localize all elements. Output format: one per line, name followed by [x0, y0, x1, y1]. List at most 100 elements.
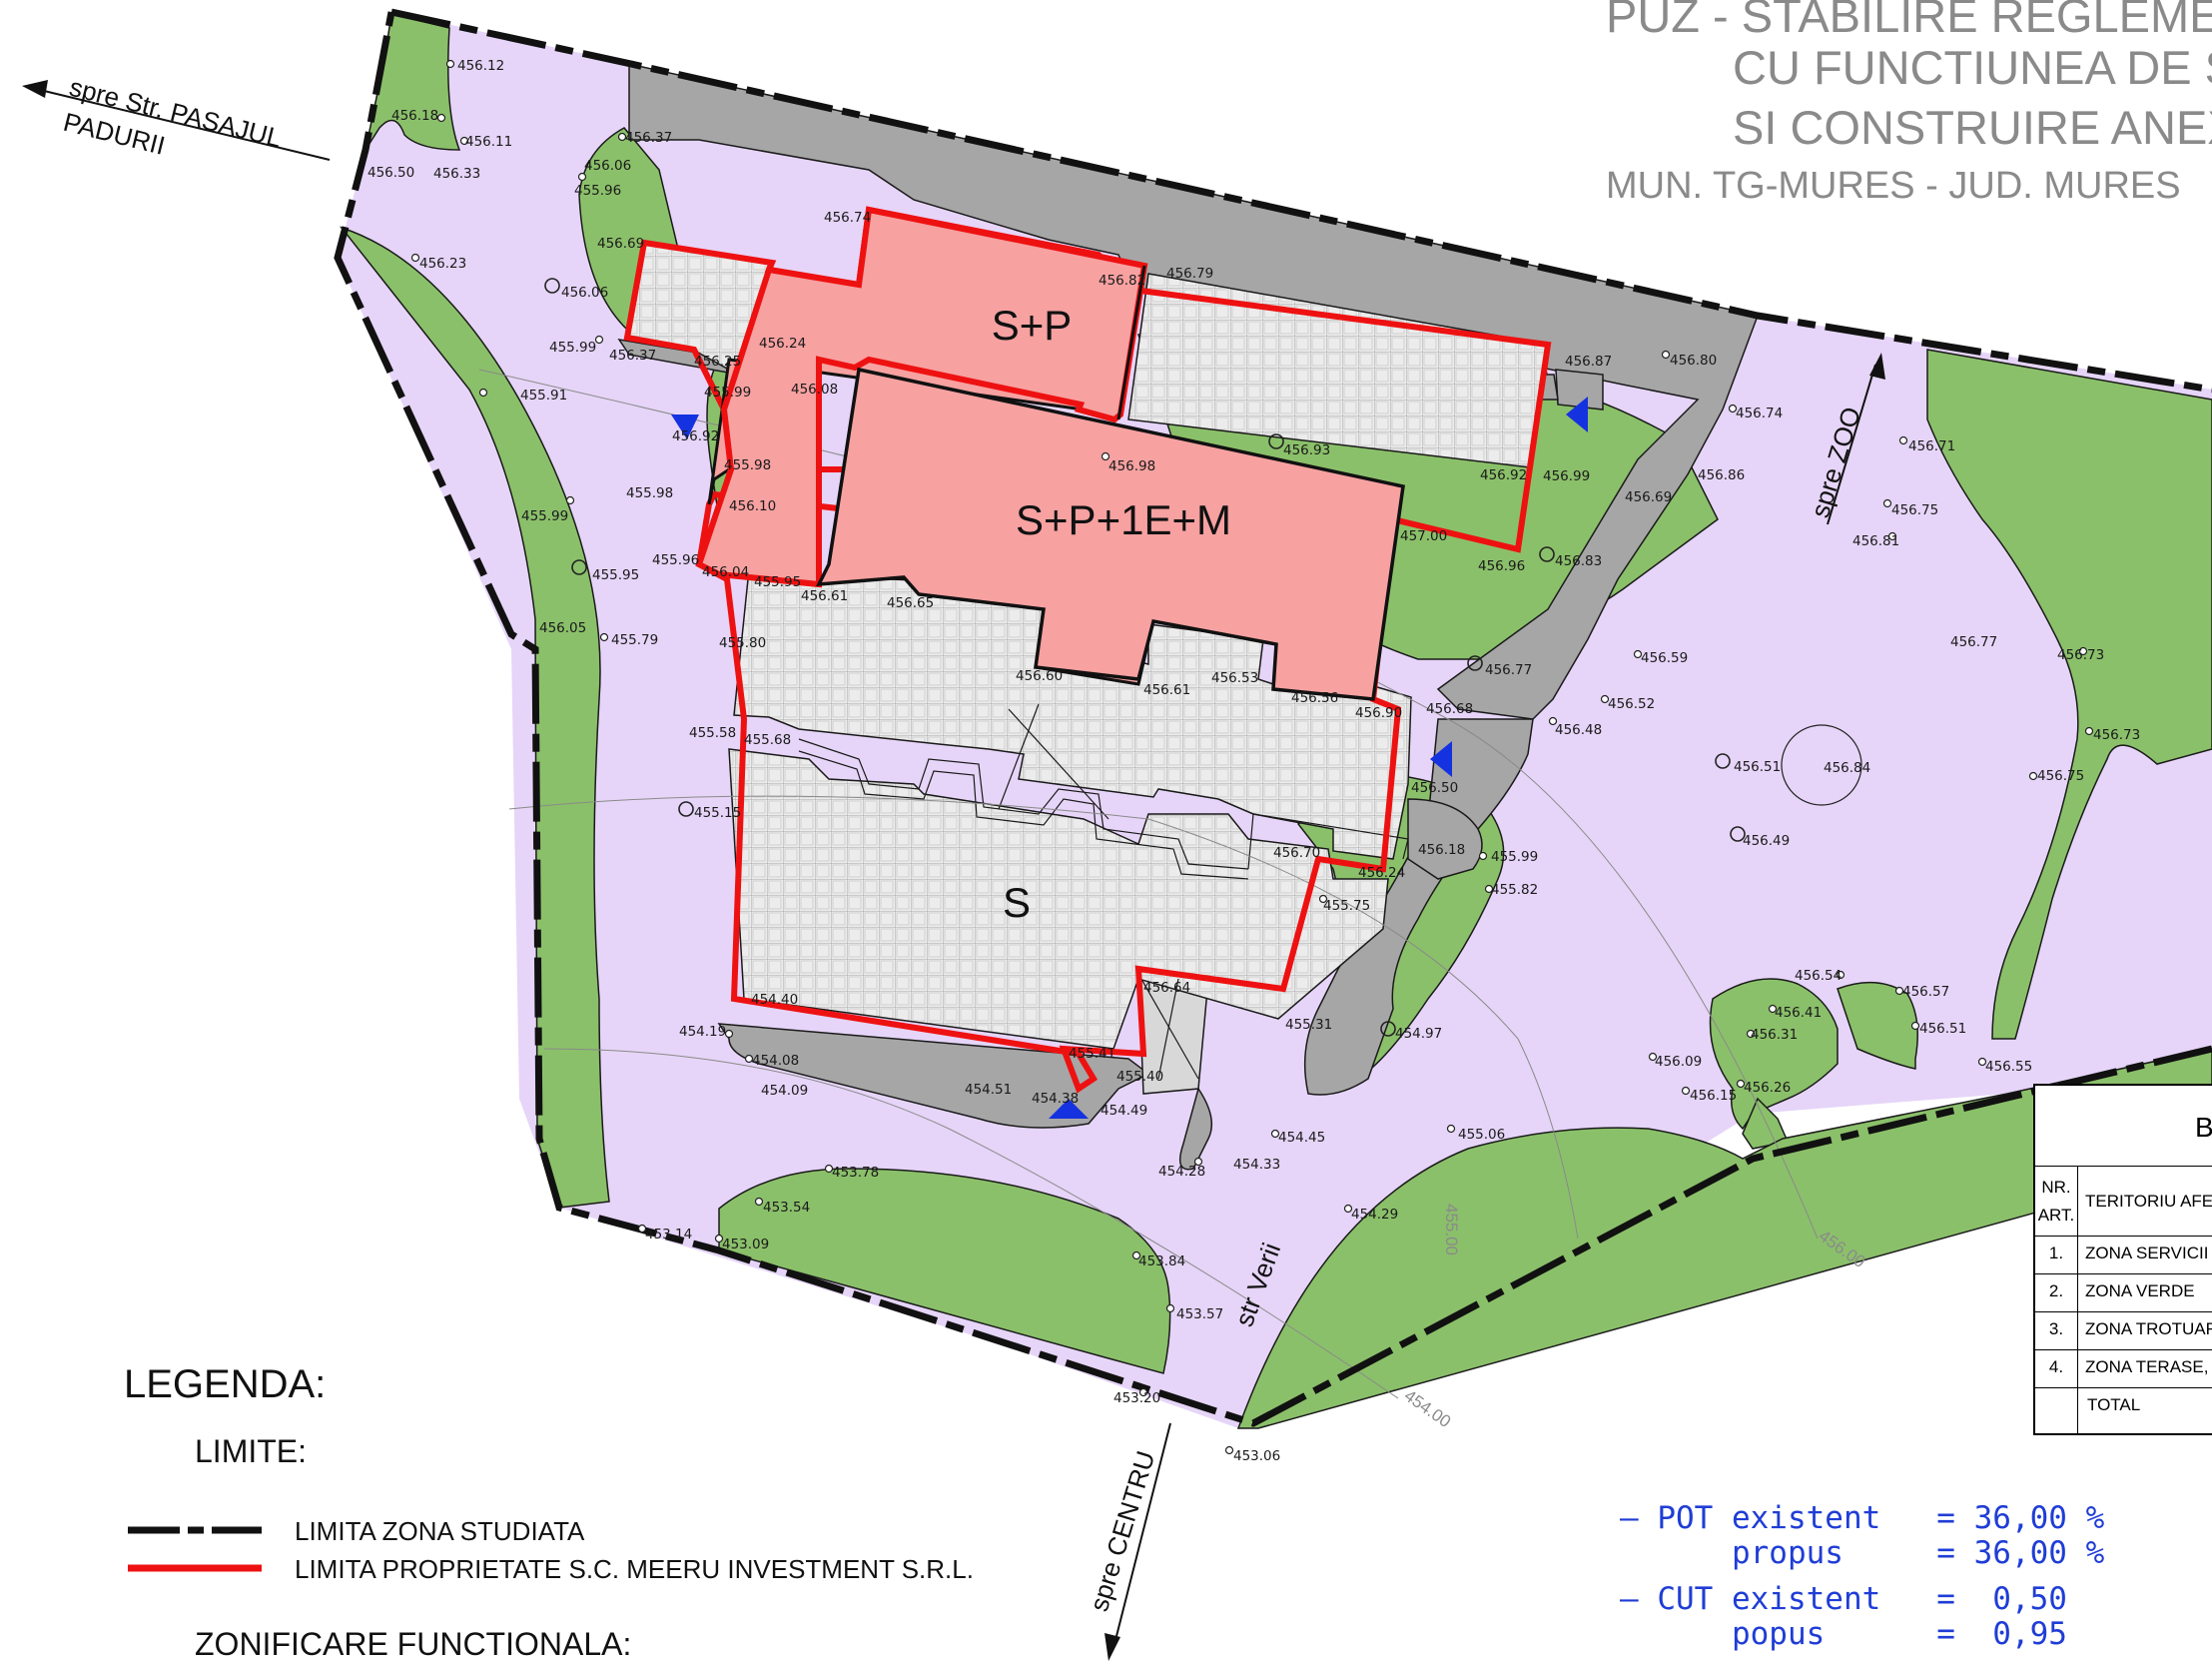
elev-label: 456.55 — [1985, 1059, 2032, 1075]
legend-subtitle-zoning: ZONIFICARE FUNCTIONALA: — [195, 1626, 632, 1662]
elev-label: 456.51 — [1734, 759, 1781, 775]
elev-label: 456.73 — [2057, 647, 2104, 663]
elev-label: 454.51 — [965, 1082, 1012, 1098]
row-nr: 2. — [2048, 1281, 2064, 1300]
elev-label: 456.18 — [391, 108, 438, 124]
elev-label: 454.29 — [1351, 1207, 1398, 1223]
elev-label: 455.95 — [754, 574, 801, 590]
elev-label: 456.37 — [625, 130, 672, 146]
elev-label: 455.95 — [592, 567, 639, 583]
contour-label: 455.00 — [1442, 1204, 1461, 1255]
elev-label: 453.09 — [722, 1237, 769, 1252]
elev-label: 456.68 — [1426, 701, 1473, 717]
elev-label: 456.05 — [539, 620, 586, 636]
elev-label: 455.40 — [1116, 1069, 1163, 1085]
elev-label: 454.38 — [1032, 1091, 1079, 1107]
elev-label: 456.64 — [1143, 980, 1190, 996]
col-territory: TERITORIU AFE — [2085, 1192, 2212, 1211]
elev-label: 456.92 — [1480, 467, 1527, 483]
row-label: ZONA SERVICII — [2085, 1244, 2209, 1262]
elev-label: 455.80 — [719, 635, 766, 651]
tree-symbols — [544, 278, 1746, 1037]
elev-label: 454.08 — [752, 1053, 799, 1069]
elev-label: 456.90 — [1355, 705, 1402, 721]
elev-label: 455.82 — [1491, 882, 1538, 898]
pot-existing: – POT existent = 36,00 % — [1620, 1500, 2105, 1536]
elev-label: 453.06 — [1233, 1448, 1280, 1464]
elev-label: 453.20 — [1113, 1390, 1160, 1406]
elev-label: 456.79 — [1166, 266, 1213, 282]
col-nr-2: ART. — [2037, 1206, 2075, 1225]
elev-label: 455.58 — [689, 725, 736, 741]
elev-label: 455.98 — [724, 457, 771, 473]
elev-label: 456.75 — [2037, 768, 2084, 784]
direction-label-centru: spre CENTRU — [1084, 1447, 1160, 1615]
elev-label: 455.91 — [520, 388, 567, 404]
row-label: ZONA VERDE — [2085, 1281, 2195, 1300]
terrace-outlines — [798, 703, 1409, 1080]
cut-existing: – CUT existent = 0,50 — [1620, 1581, 2067, 1617]
row-nr: 1. — [2048, 1244, 2064, 1262]
elev-label: 456.70 — [1273, 845, 1320, 861]
legend-item-property: LIMITA PROPRIETATE S.C. MEERU INVESTMENT… — [295, 1554, 974, 1584]
elev-label: 456.25 — [694, 354, 741, 370]
elev-label: 456.73 — [2093, 727, 2140, 743]
elev-label: 455.96 — [574, 183, 621, 199]
elev-label: 454.09 — [761, 1083, 808, 1099]
elev-label: 454.49 — [1101, 1103, 1147, 1119]
elev-label: 456.37 — [609, 348, 656, 364]
legend-subtitle-limits: LIMITE: — [195, 1433, 308, 1469]
elev-label: 456.57 — [1902, 984, 1949, 1000]
elev-label: 456.84 — [1824, 760, 1870, 776]
elev-label: 456.48 — [1555, 722, 1602, 738]
elev-label: 456.99 — [1543, 468, 1590, 484]
elev-label: 456.09 — [1655, 1054, 1702, 1070]
elev-label: 456.06 — [561, 285, 608, 301]
elev-label: 455.31 — [1285, 1017, 1332, 1033]
row-nr: 4. — [2048, 1357, 2064, 1376]
elev-label: 455.75 — [1323, 898, 1370, 914]
elev-label: 454.40 — [751, 992, 798, 1008]
elev-label: 456.77 — [1485, 662, 1532, 678]
elev-label: 455.79 — [611, 632, 658, 648]
elev-label: 453.14 — [645, 1227, 692, 1243]
building-label-s: S — [1003, 879, 1031, 926]
elev-label: 454.97 — [1395, 1026, 1442, 1042]
project-location: MUN. TG-MURES - JUD. MURES — [1606, 165, 2181, 207]
elev-label: 456.54 — [1795, 968, 1842, 984]
elev-label: 456.81 — [1852, 533, 1899, 549]
building-label-sp: S+P — [992, 302, 1073, 349]
row-label: ZONA TROTUARI — [2085, 1319, 2212, 1338]
elev-label: 456.86 — [1698, 467, 1745, 483]
elev-label: 454.28 — [1158, 1164, 1205, 1180]
elev-label: 456.31 — [1751, 1027, 1798, 1043]
balance-table-header: B — [2195, 1112, 2212, 1143]
row-total: TOTAL — [2087, 1395, 2141, 1414]
elev-label: 456.06 — [584, 158, 631, 174]
elev-label: 456.26 — [1744, 1080, 1791, 1096]
elev-label: 456.92 — [672, 428, 719, 444]
elev-label: 456.33 — [433, 166, 480, 182]
row-label: ZONA TERASE, — [2085, 1357, 2209, 1376]
elev-label: 456.51 — [1919, 1021, 1966, 1037]
elev-label: 456.04 — [702, 564, 749, 580]
elev-label: 455.99 — [704, 385, 751, 401]
project-title-line-3: SI CONSTRUIRE ANEXE — [1733, 101, 2212, 154]
elev-label: 456.77 — [1950, 634, 1997, 650]
elev-label: 456.24 — [759, 336, 806, 352]
elev-label: 456.50 — [1411, 780, 1458, 796]
direction-centru: spre CENTRU — [1084, 1422, 1171, 1661]
elev-label: 455.99 — [521, 508, 568, 524]
elev-label: 456.87 — [1565, 354, 1612, 370]
elev-label: 456.60 — [1016, 668, 1063, 684]
elev-label: 456.59 — [1641, 650, 1688, 666]
elev-label: 453.54 — [763, 1200, 810, 1216]
elev-label: 457.00 — [1400, 528, 1447, 544]
elev-label: 456.75 — [1891, 502, 1938, 518]
elev-label: 456.65 — [887, 595, 934, 611]
elev-label: 456.49 — [1743, 833, 1790, 849]
project-title-line-2: CU FUNCTIUNEA DE SE — [1733, 41, 2212, 94]
elev-label: 455.98 — [626, 485, 673, 501]
direction-pasajul: spre Str. PASAJUL PADURII — [22, 72, 331, 161]
